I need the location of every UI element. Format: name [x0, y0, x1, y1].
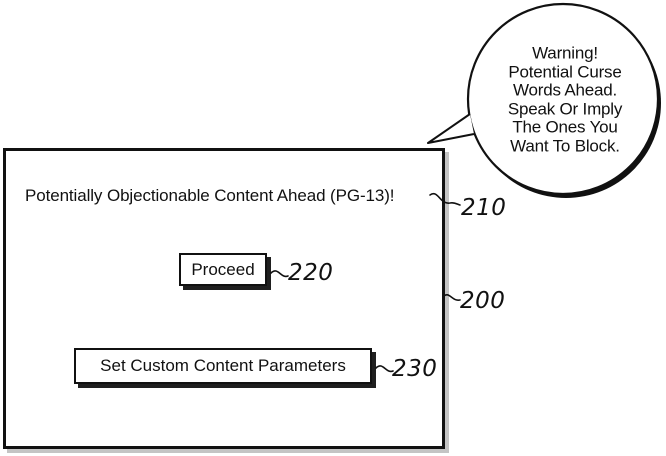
ref-numeral-230: 230: [392, 356, 438, 382]
content-warning-dialog: [3, 148, 445, 449]
ref-numeral-220: 220: [288, 260, 334, 286]
warning-heading: Potentially Objectionable Content Ahead …: [25, 186, 395, 205]
set-custom-content-parameters-button[interactable]: Set Custom Content Parameters: [74, 348, 372, 384]
proceed-button[interactable]: Proceed: [179, 253, 267, 286]
ref-numeral-200: 200: [460, 288, 506, 314]
speech-bubble-tail: [427, 113, 475, 144]
leader-line-200: [442, 294, 461, 301]
speech-bubble-text: Warning! Potential Curse Words Ahead. Sp…: [507, 43, 623, 155]
ref-numeral-210: 210: [461, 195, 507, 221]
